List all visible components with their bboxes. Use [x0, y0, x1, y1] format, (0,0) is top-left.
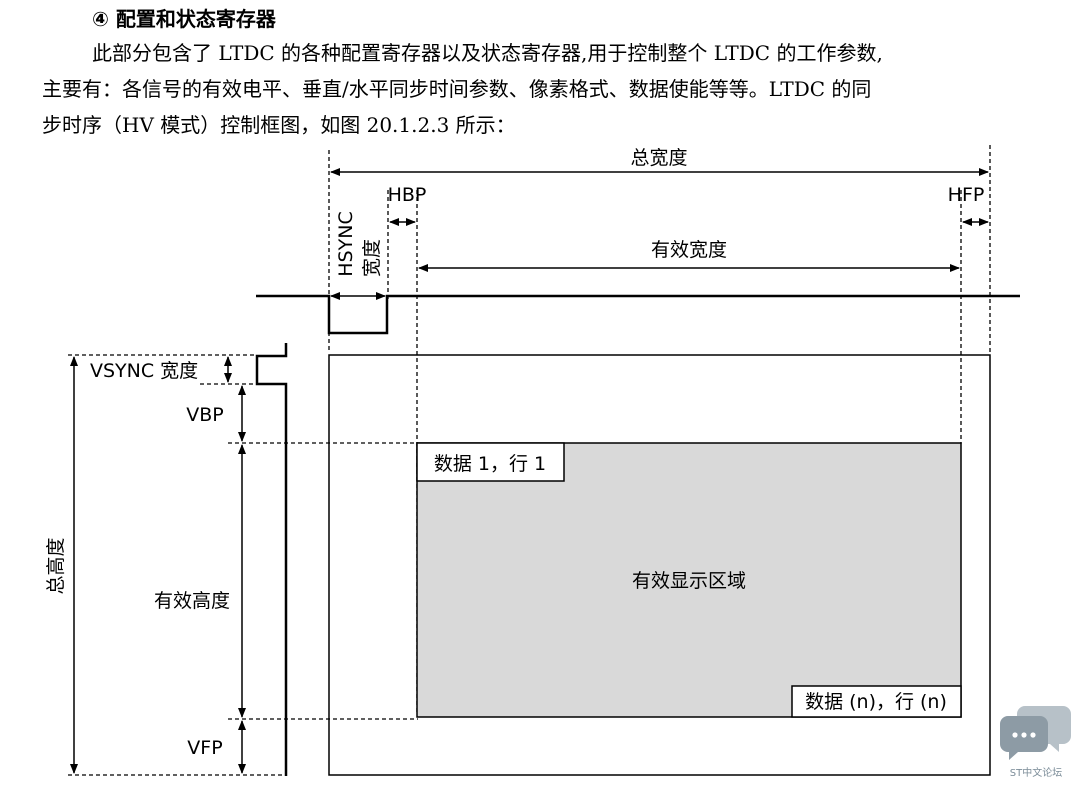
- watermark: ST中文论坛: [1000, 706, 1071, 779]
- chat-bubbles-icon: [1000, 706, 1071, 760]
- hfp-label: HFP: [948, 184, 985, 206]
- hsync-label: HSYNC: [335, 211, 357, 276]
- vertical-timing-guides: [68, 354, 418, 776]
- first-data-cell: [416, 442, 565, 482]
- paragraph-line-1: 此部分包含了 LTDC 的各种配置寄存器以及状态寄存器,用于控制整个 LTDC …: [92, 41, 883, 65]
- total-width-label: 总宽度: [630, 147, 687, 169]
- total-frame-box: [328, 354, 991, 776]
- last-data-cell: [791, 685, 962, 718]
- last-data-label: 数据 (n)，行 (n): [805, 691, 947, 713]
- vsync-signal: [255, 343, 288, 776]
- active-width-label: 有效宽度: [651, 239, 727, 261]
- vfp-label: VFP: [187, 737, 222, 759]
- watermark-text: ST中文论坛: [1010, 766, 1062, 779]
- total-height-label: 总高度: [45, 537, 67, 594]
- hsync-signal: [256, 294, 1020, 335]
- paragraph-line-3: 步时序（HV 模式）控制框图，如图 20.1.2.3 所示：: [42, 113, 516, 137]
- paragraph-line-2: 主要有：各信号的有效电平、垂直/水平同步时间参数、像素格式、数据使能等等。LTD…: [42, 77, 872, 101]
- hbp-label: HBP: [388, 184, 427, 206]
- vbp-label: VBP: [186, 404, 224, 426]
- vsync-width-label: VSYNC 宽度: [90, 360, 198, 382]
- active-display-area: [416, 442, 962, 718]
- active-area-label: 有效显示区域: [632, 570, 746, 592]
- section-heading: ④ 配置和状态寄存器: [92, 7, 276, 31]
- hsync-width-label: 宽度: [361, 239, 383, 277]
- active-height-label: 有效高度: [154, 590, 230, 612]
- first-data-label: 数据 1，行 1: [434, 453, 546, 475]
